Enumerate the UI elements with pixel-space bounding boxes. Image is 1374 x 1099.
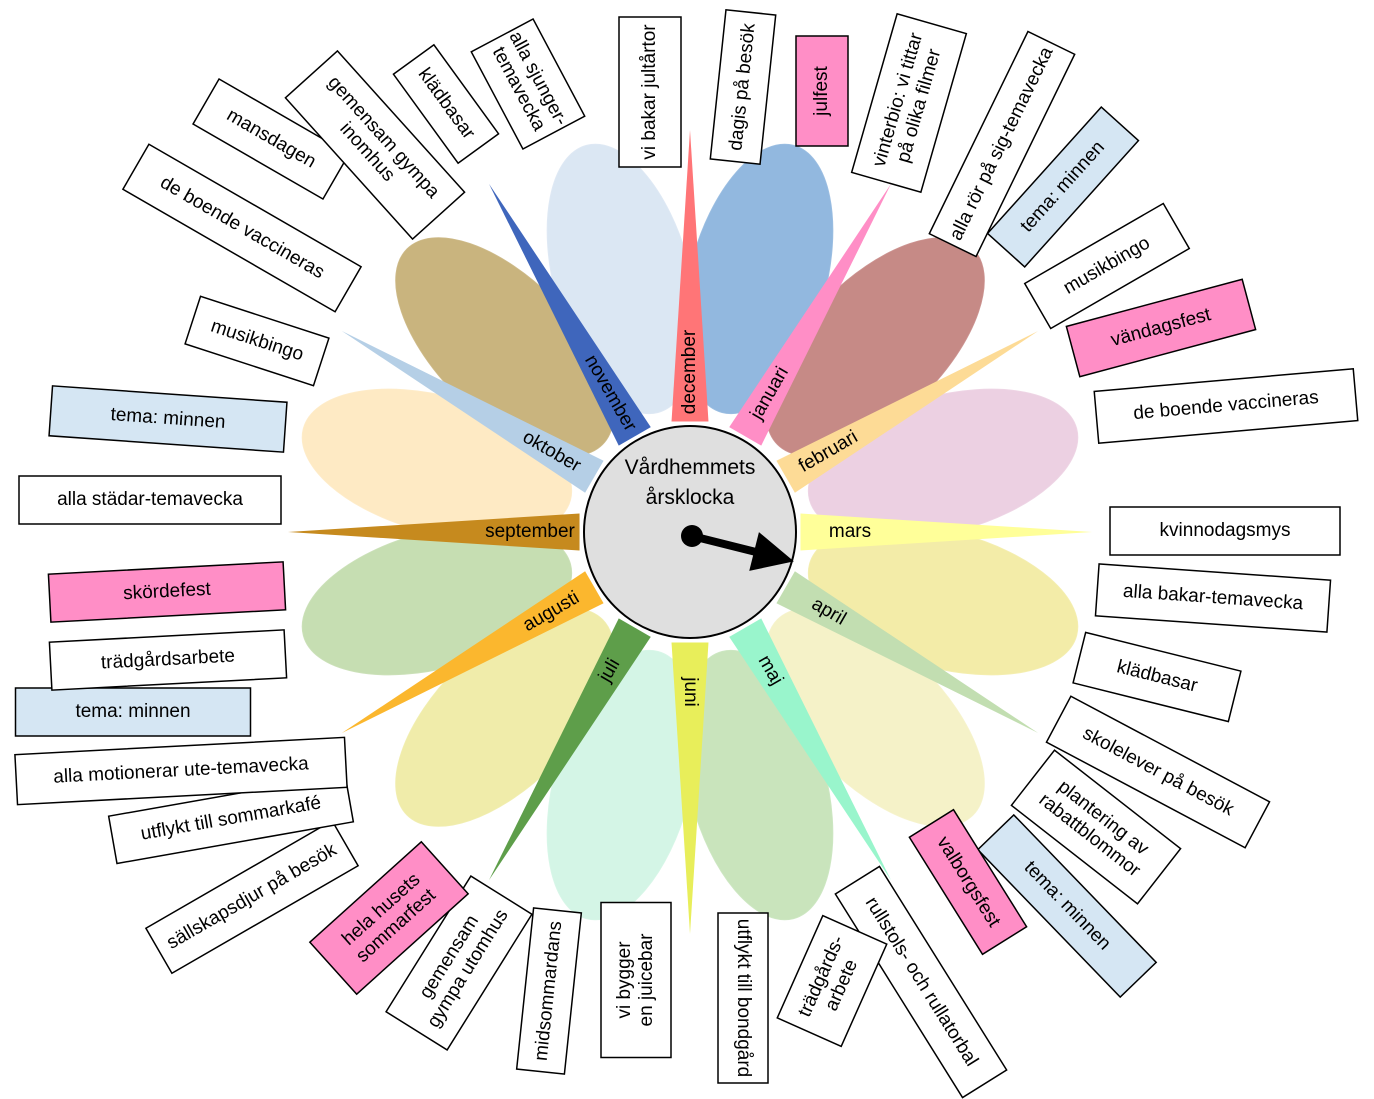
activity-box bbox=[1094, 563, 1332, 633]
activity-box bbox=[184, 295, 330, 387]
activity-box bbox=[986, 106, 1140, 268]
activity-tradgardsarbete-aug: trädgårdsarbete bbox=[48, 629, 288, 691]
wedge-november bbox=[489, 183, 651, 446]
activity-midsommardans: midsommardans bbox=[515, 907, 583, 1075]
activity-tema-minnen-okt: tema: minnen bbox=[48, 385, 288, 453]
activity-box bbox=[1065, 278, 1257, 378]
activity-box bbox=[709, 8, 777, 166]
wedge-oktober bbox=[341, 331, 604, 493]
wedge-september bbox=[288, 513, 580, 551]
activity-vandagsfest: vändagsfest bbox=[1065, 278, 1257, 378]
wedge-mars bbox=[800, 513, 1092, 551]
activity-box bbox=[192, 77, 350, 201]
wedge-maj bbox=[729, 618, 891, 881]
wedge-juli bbox=[489, 618, 651, 881]
activity-box bbox=[717, 912, 769, 1084]
activity-alla-bakar: alla bakar-temavecka bbox=[1094, 563, 1332, 633]
activity-box bbox=[385, 875, 533, 1051]
activity-box bbox=[14, 687, 252, 737]
wedge-april bbox=[776, 571, 1039, 733]
activity-box bbox=[976, 813, 1158, 999]
activity-box bbox=[107, 773, 355, 865]
activity-box bbox=[14, 736, 348, 806]
activity-box bbox=[1010, 749, 1182, 905]
activity-label: tema: minnen bbox=[75, 701, 190, 722]
clock-hand-pivot bbox=[681, 525, 703, 547]
wedge-juni bbox=[671, 642, 709, 934]
activity-julfest: julfest bbox=[795, 35, 849, 147]
activity-box bbox=[908, 808, 1028, 956]
clock-hand bbox=[691, 532, 794, 571]
wedge-januari bbox=[729, 183, 891, 446]
activity-kladbasar-apr: klädbasar bbox=[1072, 631, 1242, 723]
activity-box bbox=[392, 43, 500, 165]
activity-skordefest: skördefest bbox=[47, 561, 287, 623]
activity-box bbox=[47, 561, 287, 623]
activity-label: skördefest bbox=[123, 579, 212, 605]
activity-label: vi bakar jultårtor bbox=[639, 24, 660, 160]
activity-musikbingo-okt: musikbingo bbox=[184, 295, 330, 387]
activity-motionerar: alla motionerar ute-temavecka bbox=[14, 736, 348, 806]
wedge-augusti bbox=[341, 571, 604, 733]
activity-de-boende-vaccineras-feb: de boende vaccineras bbox=[1093, 367, 1359, 445]
activity-box bbox=[18, 475, 282, 525]
activity-label: julfest bbox=[811, 65, 832, 116]
activity-vi-bakar-jultartor: vi bakar jultårtor bbox=[618, 16, 682, 168]
activity-box bbox=[121, 143, 363, 313]
activity-box bbox=[1072, 631, 1242, 723]
activity-box bbox=[834, 865, 1008, 1099]
activity-box bbox=[1109, 506, 1341, 556]
activity-label: de boende vaccineras bbox=[156, 172, 328, 283]
activity-tradgardsarbete-maj: trädgårds-arbete bbox=[776, 914, 888, 1048]
activity-label: vi bygger bbox=[614, 941, 635, 1019]
wedge-december bbox=[671, 130, 709, 422]
clock-title-line2: årsklocka bbox=[646, 486, 735, 509]
activity-box bbox=[1045, 695, 1271, 849]
activity-box bbox=[928, 30, 1076, 258]
wedge-februari bbox=[776, 331, 1039, 493]
activity-box bbox=[600, 901, 672, 1059]
activity-box bbox=[144, 819, 360, 975]
activity-kvinnodagsmys: kvinnodagsmys bbox=[1109, 506, 1341, 556]
activity-label: sällskapsdjur på besök bbox=[163, 839, 340, 954]
activity-box bbox=[308, 840, 470, 996]
activity-box bbox=[48, 629, 288, 691]
activity-box bbox=[776, 914, 888, 1048]
month-label-juni: juni bbox=[680, 676, 701, 707]
activity-box bbox=[48, 385, 288, 453]
clock-title-line1: Vårdhemmets bbox=[625, 456, 756, 479]
activity-box bbox=[1023, 202, 1191, 330]
activity-box bbox=[795, 35, 849, 147]
month-label-september: september bbox=[485, 521, 575, 542]
activity-box bbox=[515, 907, 583, 1075]
month-label-december: december bbox=[679, 329, 700, 414]
activity-label: kvinnodagsmys bbox=[1160, 520, 1291, 541]
activity-box bbox=[470, 17, 586, 151]
activity-box bbox=[850, 12, 968, 194]
activity-alla-stadar: alla städar-temavecka bbox=[18, 475, 282, 525]
activity-box bbox=[618, 16, 682, 168]
activity-dagis-pa-besok: dagis på besök bbox=[709, 8, 777, 166]
activity-label: en juicebar bbox=[636, 933, 657, 1027]
month-label-mars: mars bbox=[829, 521, 871, 542]
activity-box bbox=[1093, 367, 1359, 445]
activity-label: alla städar-temavecka bbox=[57, 489, 243, 510]
activity-label: utflykt till bondgård bbox=[733, 919, 754, 1077]
activity-utflykt-bondgard: utflykt till bondgård bbox=[717, 912, 769, 1084]
activity-box bbox=[284, 49, 466, 241]
activity-tema-minnen-aug: tema: minnen bbox=[14, 687, 252, 737]
